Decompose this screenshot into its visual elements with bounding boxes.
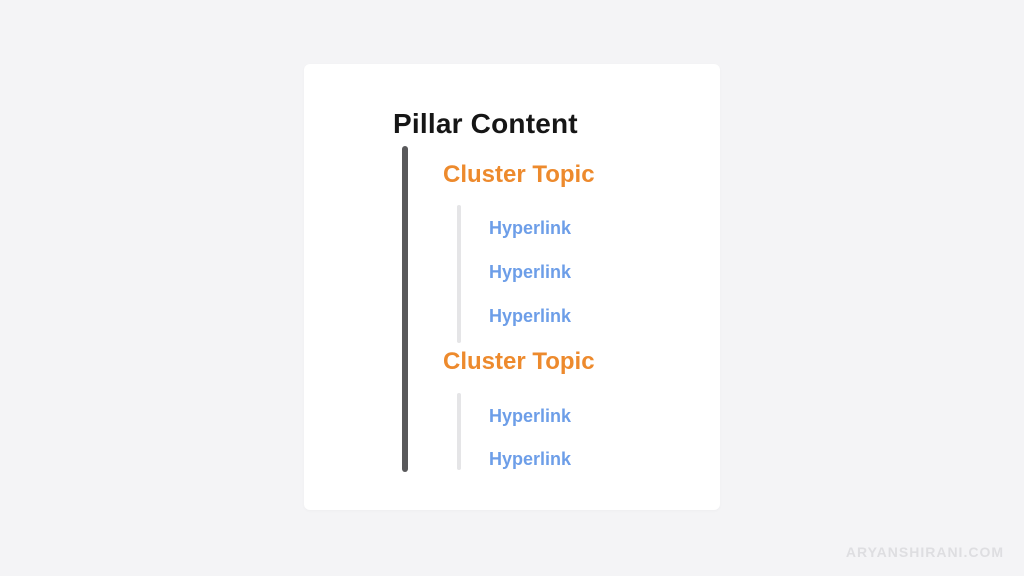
- hyperlink-label: Hyperlink: [489, 306, 572, 326]
- hyperlink-label: Hyperlink: [489, 218, 572, 238]
- pillar-content-title: Pillar Content: [393, 108, 578, 139]
- cluster-vertical-line: [457, 205, 461, 343]
- cluster-vertical-line: [457, 393, 461, 470]
- hyperlink-label: Hyperlink: [489, 262, 572, 282]
- watermark: ARYANSHIRANI.COM: [845, 544, 1004, 560]
- hyperlink-label: Hyperlink: [489, 449, 572, 469]
- cluster-topic-label: Cluster Topic: [443, 348, 595, 375]
- hyperlink-label: Hyperlink: [489, 406, 572, 426]
- diagram-card: [304, 64, 720, 510]
- cluster-topic-label: Cluster Topic: [443, 161, 595, 188]
- pillar-vertical-line: [402, 146, 408, 472]
